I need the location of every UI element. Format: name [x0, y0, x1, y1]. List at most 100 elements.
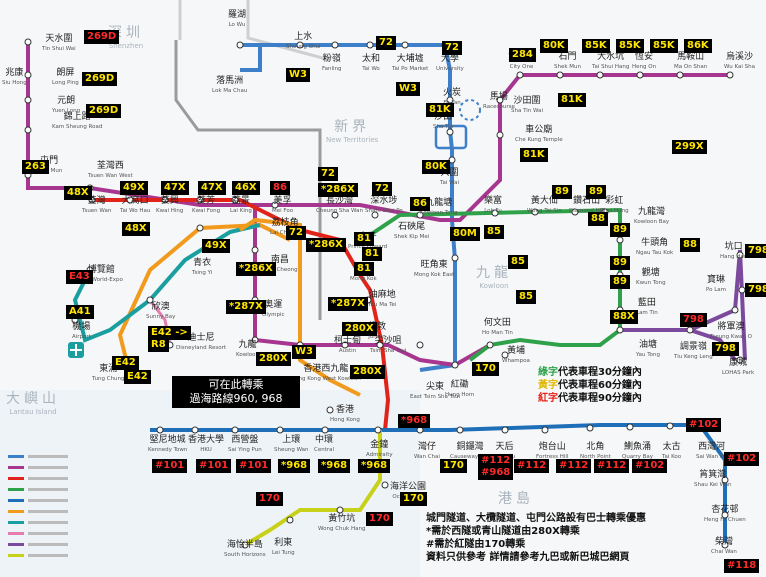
- station-name-en: Shau Kei Wan: [694, 482, 732, 488]
- station-name-zh: 佐敦: [368, 322, 387, 332]
- station-name-zh: 葵興: [160, 196, 179, 206]
- station-name-en: Sai Wan Ho: [696, 454, 728, 460]
- note-2: *需於西隧或青山隧道由280X轉乘: [426, 526, 580, 537]
- bus-route-badge: A41: [66, 305, 94, 319]
- station-name-zh: 尖沙咀: [374, 336, 402, 346]
- station-name-en: Tiu Keng Leng: [674, 354, 713, 360]
- station-name-zh: 柴灣: [714, 537, 733, 547]
- legend-yellow-tag: 黃字: [538, 380, 558, 391]
- station-name-zh: 炮台山: [538, 442, 566, 452]
- station-name-en: Tin Shui Wai: [42, 46, 76, 52]
- line-key-text-placeholder: [28, 477, 68, 480]
- station-name-zh: 太古: [662, 442, 681, 452]
- station-name-en: Hang Hau: [720, 254, 748, 260]
- station-name-zh: 灣仔: [417, 442, 436, 452]
- station-name-en: Mei Foo: [272, 208, 294, 214]
- kwun-tong-line: [368, 207, 622, 362]
- station-name-en: Tung Chung: [92, 376, 125, 382]
- station-name-zh: 荔景: [231, 196, 250, 206]
- water-area: [0, 390, 420, 577]
- tuen-ma-line: [26, 42, 730, 222]
- line-key-row: [8, 485, 168, 494]
- station-south-horizons: 海怡半島 South Horizons: [224, 540, 266, 560]
- station-name-en: North Point: [580, 454, 611, 460]
- note-1: 城門隧道、大欖隧道、屯門公路設有巴士轉乘優惠: [426, 513, 646, 524]
- bus-route-badge: 47X: [198, 181, 226, 195]
- station-name-zh: 金鐘: [370, 440, 389, 450]
- station-name-zh: 油塘: [638, 340, 657, 350]
- station-name-zh: 筲箕灣: [699, 470, 727, 480]
- station-chai-wan: 柴灣 Chai Wan: [711, 537, 737, 557]
- bus-route-badge: 85: [484, 225, 504, 239]
- bus-route-badge: 89: [610, 223, 630, 237]
- bus-route-badge: R8: [148, 338, 169, 352]
- station-name-zh: 博覽館: [87, 265, 115, 275]
- line-key-row: [8, 551, 168, 560]
- line-swatch: [8, 499, 24, 502]
- station-name-zh: 沙田圍: [513, 96, 541, 106]
- bus-route-badge: 280X: [256, 352, 291, 366]
- station-name-zh: 大埔墟: [396, 54, 424, 64]
- station-name-zh: 康城: [729, 358, 748, 368]
- lok-ma-chau-spur: [240, 45, 262, 72]
- bus-route-badge: 269D: [84, 30, 120, 44]
- station-name-zh: 鑽石山: [573, 196, 601, 206]
- station-name-en: Chai Wan: [711, 549, 737, 555]
- bus-route-badge: 85K: [616, 39, 644, 53]
- station-name-zh: 旺角東: [420, 260, 448, 270]
- line-key-row: [8, 540, 168, 549]
- bus-route-badge: *286X: [236, 262, 276, 276]
- station-name-en: South Horizons: [224, 552, 266, 558]
- station-name-zh: 牛頭角: [641, 238, 669, 248]
- legend-red: 紅字代表車程90分鐘內: [538, 392, 642, 405]
- bus-route-badge: 89: [586, 185, 606, 199]
- station-name-zh: 羅湖: [228, 10, 247, 20]
- station-name-zh: 中環: [315, 435, 334, 445]
- station-name-zh: 海洋公園: [390, 482, 427, 492]
- station-name-en: Fortress Hill: [536, 454, 569, 460]
- bus-route-badge: 85K: [582, 39, 610, 53]
- bus-route-badge: 170: [366, 512, 393, 526]
- station-name-zh: 奧運: [264, 300, 283, 310]
- station-name-en: Lam Tin: [636, 310, 658, 316]
- station-name-zh: 荔枝角: [271, 218, 299, 228]
- line-swatch: [8, 477, 24, 480]
- station-name-zh: 尖東: [425, 382, 444, 392]
- station-name-zh: 迪士尼: [187, 333, 215, 343]
- station-name-en: Fanling: [322, 66, 342, 72]
- bus-route-badge: 798: [745, 283, 766, 297]
- station-name-en: Quarry Bay: [622, 454, 654, 460]
- bus-route-badge: 49X: [120, 181, 148, 195]
- station-name-en: Heng On: [632, 64, 657, 70]
- legend-yellow-text: 代表車程60分鐘內: [558, 380, 642, 391]
- station-name-zh: 香港西九龍: [303, 364, 349, 374]
- legend-green-tag: 綠字: [538, 367, 558, 378]
- tung-chung-city: [238, 217, 361, 397]
- station-name-zh: 何文田: [483, 318, 511, 328]
- line-swatch: [8, 554, 24, 557]
- station-name-zh: 太和: [362, 54, 381, 64]
- station-name-en: Tsuen Wan West: [88, 173, 133, 179]
- station-name-zh: 葵芳: [197, 196, 216, 206]
- station-name-zh: 海怡半島: [226, 540, 263, 550]
- bus-route-badge: 798: [680, 313, 707, 327]
- station-name-zh: 石門: [558, 52, 577, 62]
